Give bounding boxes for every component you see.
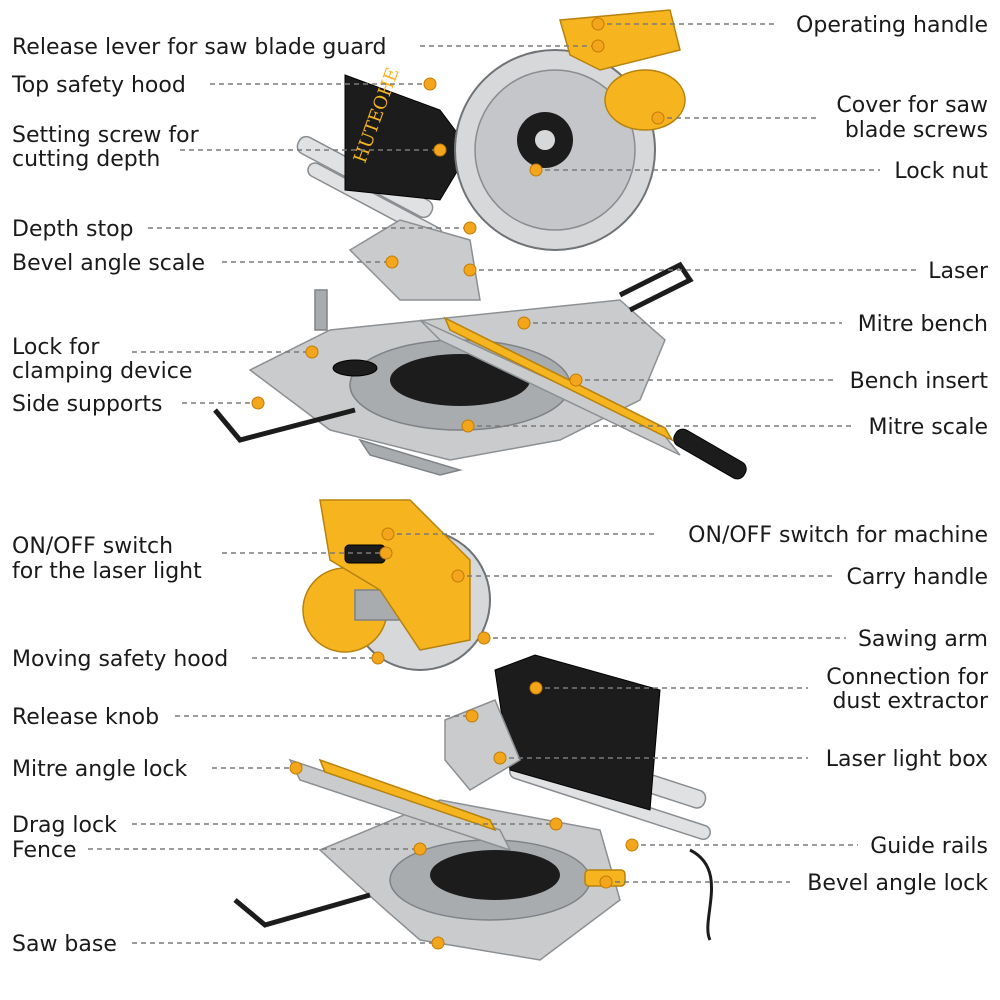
dot-mitre-bench xyxy=(517,316,531,330)
label-moving-hood: Moving safety hood xyxy=(12,647,228,672)
dot-laser-light-box xyxy=(493,751,507,765)
label-setting-screw-line2: cutting depth xyxy=(12,147,160,172)
dot-bevel-angle-scale xyxy=(385,255,399,269)
label-machine-switch: ON/OFF switch for machine xyxy=(688,523,988,548)
bottom-side-support xyxy=(233,892,371,928)
dot-release-knob xyxy=(465,709,479,723)
top-side-support-left xyxy=(213,407,356,443)
dot-mitre-angle-lock xyxy=(289,761,303,775)
dot-carry-handle xyxy=(451,569,465,583)
bottom-power-cord xyxy=(689,848,713,941)
top-mitre-handle xyxy=(673,428,747,480)
dot-mitre-scale xyxy=(461,419,475,433)
label-mitre-angle-lock: Mitre angle lock xyxy=(12,757,188,782)
bottom-table-slot xyxy=(430,850,560,900)
top-side-support-right xyxy=(618,261,694,313)
bottom-laser-switch xyxy=(344,544,386,564)
dot-release-lever xyxy=(591,39,605,53)
dot-sawing-arm xyxy=(477,631,491,645)
top-clamp-pad xyxy=(332,359,378,377)
label-laser-switch-line1: ON/OFF switch xyxy=(12,534,173,559)
dot-bevel-angle-lock xyxy=(599,875,613,889)
label-operating-handle: Operating handle xyxy=(796,13,988,38)
label-bevel-angle-lock: Bevel angle lock xyxy=(807,871,988,896)
label-fence: Fence xyxy=(12,838,77,863)
label-cover-screws-line2: blade screws xyxy=(845,118,988,143)
label-bench-insert: Bench insert xyxy=(850,369,989,394)
dot-depth-stop xyxy=(463,221,477,235)
top-right-labels: Operating handle Cover for saw blade scr… xyxy=(796,13,989,440)
dot-lock-nut xyxy=(529,163,543,177)
label-sawing-arm: Sawing arm xyxy=(858,627,988,652)
label-release-lever: Release lever for saw blade guard xyxy=(12,35,386,60)
bottom-saw-illustration xyxy=(233,499,713,961)
dot-drag-lock xyxy=(549,817,563,831)
label-laser-switch-line2: for the laser light xyxy=(12,559,202,584)
label-dust-extractor-line2: dust extractor xyxy=(832,689,988,714)
label-lock-nut: Lock nut xyxy=(894,159,988,184)
dot-guide-rails xyxy=(625,838,639,852)
label-bevel-angle-scale: Bevel angle scale xyxy=(12,251,205,276)
label-guide-rails: Guide rails xyxy=(870,834,988,859)
label-setting-screw-line1: Setting screw for xyxy=(12,123,200,148)
label-saw-base: Saw base xyxy=(12,932,117,957)
top-saw-arm xyxy=(348,219,481,301)
top-operating-handle xyxy=(559,9,681,71)
top-motor-housing xyxy=(604,69,686,131)
dot-moving-hood xyxy=(371,651,385,665)
dot-setting-screw xyxy=(433,143,447,157)
label-side-supports: Side supports xyxy=(12,392,163,417)
label-cover-screws-line1: Cover for saw xyxy=(836,93,988,118)
leader-lines xyxy=(88,23,918,944)
dot-saw-base xyxy=(431,936,445,950)
label-laser-light-box: Laser light box xyxy=(826,747,988,772)
dot-machine-switch xyxy=(381,527,395,541)
dot-clamp-lock xyxy=(305,345,319,359)
bottom-fence-scale xyxy=(318,758,497,832)
label-clamp-lock-line2: clamping device xyxy=(12,359,192,384)
label-depth-stop: Depth stop xyxy=(12,217,134,242)
top-mitre-scale xyxy=(443,316,674,442)
top-dust-bag xyxy=(344,74,471,201)
bottom-dust-bag xyxy=(494,654,661,811)
top-left-labels: Release lever for saw blade guard Top sa… xyxy=(11,35,386,417)
dot-bench-insert xyxy=(569,373,583,387)
label-top-safety-hood: Top safety hood xyxy=(11,73,186,98)
top-base-foot xyxy=(358,438,463,476)
top-saw-illustration: HUTEOHE xyxy=(213,9,747,480)
dot-side-supports xyxy=(251,396,265,410)
top-clamp-post xyxy=(314,289,328,331)
bottom-handle xyxy=(319,499,471,651)
dot-dust-extractor xyxy=(529,681,543,695)
label-clamp-lock-line1: Lock for xyxy=(12,335,100,360)
label-drag-lock: Drag lock xyxy=(12,813,117,838)
label-mitre-scale: Mitre scale xyxy=(869,415,989,440)
dot-laser xyxy=(463,263,477,277)
top-blade-nut xyxy=(535,130,555,150)
bottom-saw-arm xyxy=(444,699,521,791)
callout-dots xyxy=(251,17,665,950)
label-mitre-bench: Mitre bench xyxy=(858,312,988,337)
label-laser: Laser xyxy=(928,259,989,284)
bottom-right-labels: ON/OFF switch for machine Carry handle S… xyxy=(688,523,989,896)
dot-operating-handle xyxy=(591,17,605,31)
dot-fence xyxy=(413,842,427,856)
bottom-left-labels: ON/OFF switch for the laser light Moving… xyxy=(12,534,228,957)
label-carry-handle: Carry handle xyxy=(846,565,988,590)
label-release-knob: Release knob xyxy=(12,705,159,730)
dot-top-safety-hood xyxy=(423,77,437,91)
dot-laser-switch xyxy=(379,546,393,560)
dot-cover-screws xyxy=(651,111,665,125)
label-dust-extractor-line1: Connection for xyxy=(826,665,989,690)
